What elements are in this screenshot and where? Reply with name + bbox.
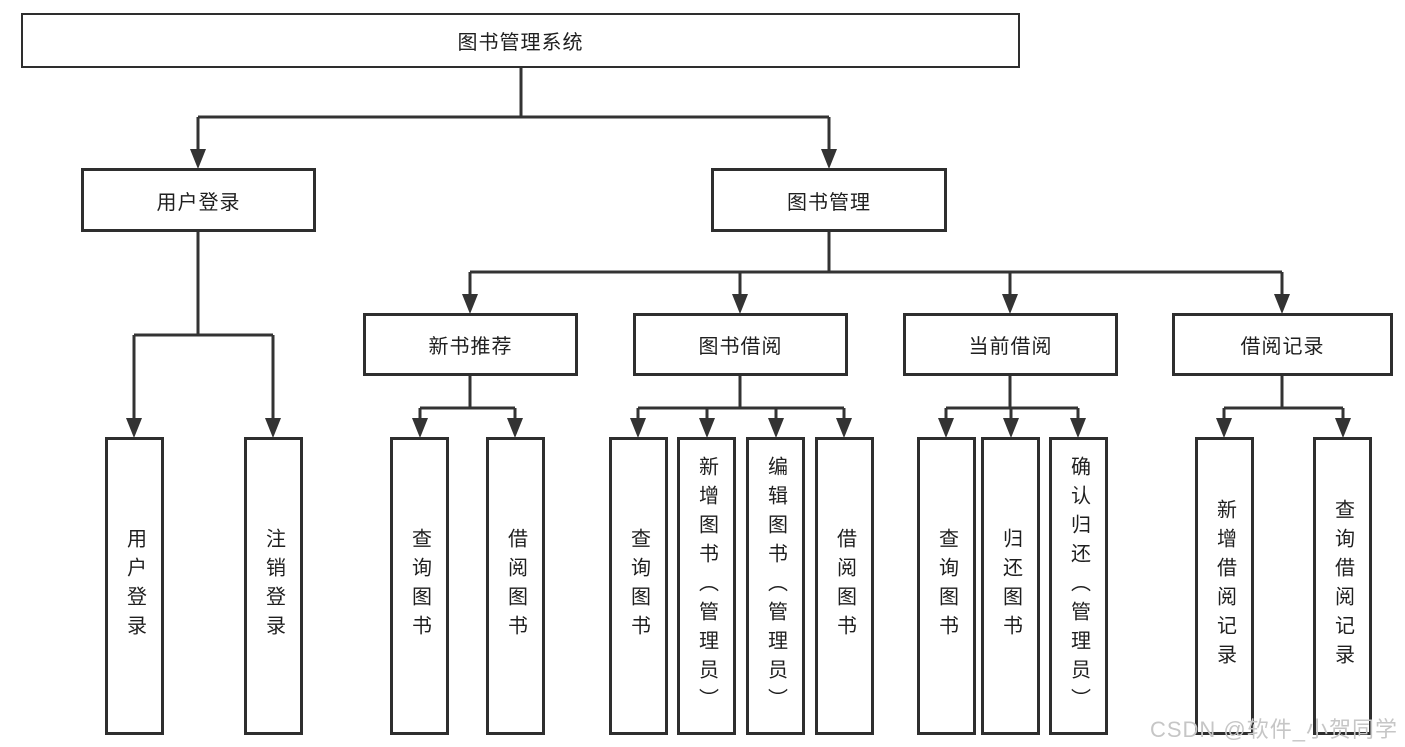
leaf-borrow-add-books-admin: 新增图书（管理员）	[677, 437, 736, 735]
leaf-borrow-query-books: 查询图书	[609, 437, 668, 735]
leaf-current-return-books: 归还图书	[981, 437, 1040, 735]
node-borrow-records: 借阅记录	[1172, 313, 1393, 376]
leaf-newrec-borrow-books: 借阅图书	[486, 437, 545, 735]
leaf-logout: 注销登录	[244, 437, 303, 735]
node-book-management: 图书管理	[711, 168, 947, 232]
leaf-borrow-edit-books-admin: 编辑图书（管理员）	[746, 437, 805, 735]
leaf-current-query-books: 查询图书	[917, 437, 976, 735]
leaf-records-query-record: 查询借阅记录	[1313, 437, 1372, 735]
leaf-borrow-borrow-books: 借阅图书	[815, 437, 874, 735]
leaf-records-add-record: 新增借阅记录	[1195, 437, 1254, 735]
leaf-newrec-query-books: 查询图书	[390, 437, 449, 735]
node-new-book-recommend: 新书推荐	[363, 313, 578, 376]
leaf-current-confirm-return-admin: 确认归还（管理员）	[1049, 437, 1108, 735]
node-user-login: 用户登录	[81, 168, 316, 232]
watermark: CSDN @软件_小贺同学	[1149, 717, 1398, 742]
node-library-management-system: 图书管理系统	[21, 13, 1020, 68]
node-current-borrow: 当前借阅	[903, 313, 1118, 376]
leaf-user-login: 用户登录	[105, 437, 164, 735]
node-book-borrow: 图书借阅	[633, 313, 848, 376]
